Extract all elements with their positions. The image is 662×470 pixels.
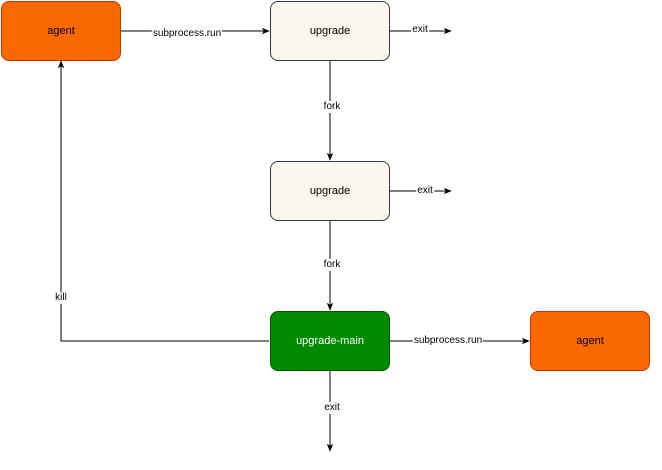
edge-label-subprocess-run-1: subprocess.run [151, 28, 223, 40]
edge-label-fork-2: fork [322, 259, 342, 271]
edge-label-exit-3: exit [323, 402, 341, 414]
agent-node-top-label: agent [47, 25, 75, 37]
edge-label-exit-1: exit [411, 24, 429, 36]
upgrade-node-2-label: upgrade [309, 185, 351, 197]
upgrade-node-2[interactable]: upgrade [270, 161, 390, 221]
agent-node-right-label: agent [576, 335, 604, 347]
upgrade-main-node-label: upgrade-main [296, 335, 364, 347]
edge-label-fork-1: fork [322, 101, 342, 113]
agent-node-top[interactable]: agent [1, 1, 121, 61]
agent-node-right[interactable]: agent [530, 311, 650, 371]
upgrade-node-1-label: upgrade [309, 25, 351, 37]
edge-label-subprocess-run-2: subprocess.run [412, 335, 484, 347]
upgrade-main-node[interactable]: upgrade-main [270, 311, 390, 371]
edge-label-exit-2: exit [416, 185, 434, 197]
edge-kill [57, 60, 269, 342]
upgrade-node-1[interactable]: upgrade [270, 1, 390, 61]
edge-label-kill: kill [54, 292, 68, 304]
